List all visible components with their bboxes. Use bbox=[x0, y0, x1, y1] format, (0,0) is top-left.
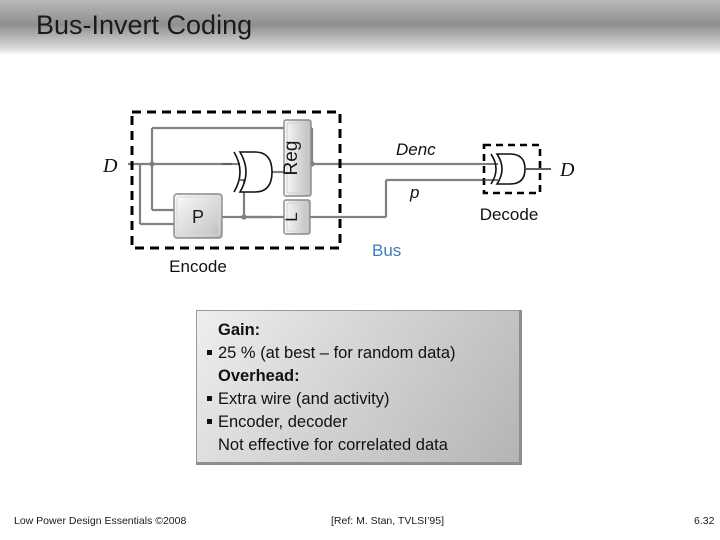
summary-line: Extra wire (and activity) bbox=[207, 388, 519, 411]
encode-boundary bbox=[130, 110, 342, 250]
footer-page-number: 6.32 bbox=[694, 515, 715, 527]
junction-p-out bbox=[241, 214, 247, 220]
bullet-marker bbox=[207, 411, 218, 434]
summary-line: Overhead: bbox=[207, 365, 519, 388]
summary-text: Encoder, decoder bbox=[218, 413, 348, 431]
majority-block: P bbox=[173, 193, 223, 239]
summary-line: Gain: bbox=[207, 319, 519, 342]
xor-gate-decoder bbox=[484, 153, 551, 185]
summary-line: Encoder, decoder bbox=[207, 411, 519, 434]
summary-text: Overhead: bbox=[218, 367, 300, 385]
junction-d bbox=[149, 161, 155, 167]
summary-text: Gain: bbox=[218, 321, 261, 339]
decode-label: Decode bbox=[480, 205, 539, 224]
majority-label: P bbox=[192, 207, 204, 227]
bus-label: Bus bbox=[372, 241, 401, 260]
polarity-label: p bbox=[409, 183, 419, 202]
summary-line: 25 % (at best – for random data) bbox=[207, 342, 519, 365]
bullet-marker bbox=[207, 388, 218, 411]
latch-block: L bbox=[282, 199, 311, 235]
bus-invert-diagram: Reg L P bbox=[0, 60, 720, 310]
page-title: Bus-Invert Coding bbox=[36, 10, 253, 40]
circuit-svg: Reg L P bbox=[102, 110, 575, 276]
xor-gate-encoder bbox=[222, 151, 273, 193]
footer-reference: [Ref: M. Stan, TVLSI’95] bbox=[331, 515, 445, 527]
summary-text: Not effective for correlated data bbox=[218, 436, 448, 454]
summary-line: Not effective for correlated data bbox=[207, 434, 519, 457]
summary-text: Extra wire (and activity) bbox=[218, 390, 390, 408]
footer-course: Low Power Design Essentials ©2008 bbox=[14, 515, 187, 527]
reg-label: Reg bbox=[281, 141, 302, 176]
slide-title-bar: Bus-Invert Coding bbox=[0, 0, 720, 55]
encode-label: Encode bbox=[169, 257, 227, 276]
bullet-marker bbox=[207, 342, 218, 365]
input-label-d: D bbox=[102, 155, 118, 177]
junction-dots bbox=[149, 161, 315, 220]
decode-boundary bbox=[482, 143, 542, 195]
summary-text: 25 % (at best – for random data) bbox=[218, 344, 456, 362]
encoded-bus-label: Denc bbox=[396, 140, 436, 159]
latch-label: L bbox=[282, 212, 301, 221]
summary-box: Gain: 25 % (at best – for random data) O… bbox=[196, 310, 522, 465]
slide-footer: Low Power Design Essentials ©2008 [Ref: … bbox=[0, 515, 720, 535]
reg-block: Reg bbox=[281, 119, 312, 197]
output-label-d: D bbox=[559, 159, 575, 181]
